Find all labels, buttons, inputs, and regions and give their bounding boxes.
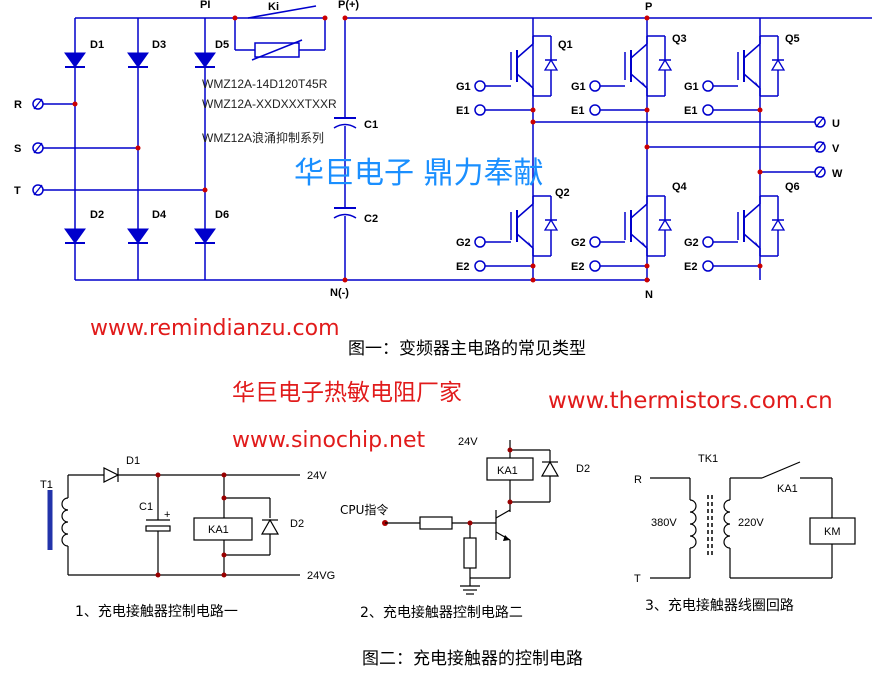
link-sinochip[interactable]: www.sinochip.net: [232, 428, 426, 453]
ctrl3-ka1-label: KA1: [777, 483, 798, 495]
cpu-command-label: CPU指令: [340, 502, 388, 517]
model-text-1: WMZ12A-14D120T45R: [202, 77, 328, 91]
voltage-24vg-label: 24VG: [307, 570, 335, 582]
gate-e1-label: E1: [456, 105, 469, 117]
subcaption-1: 1、充电接触器控制电路一: [75, 603, 238, 620]
output-w-label: W: [832, 168, 843, 180]
voltage-24v-label: 24V: [307, 470, 327, 482]
gate-e1-label: E1: [684, 105, 697, 117]
ctrl2-24v-label: 24V: [458, 436, 478, 448]
label-p: P: [645, 1, 652, 13]
label-p-plus: P(+): [338, 0, 359, 11]
diode-label: D1: [90, 39, 104, 51]
output-v-label: V: [832, 143, 840, 155]
subcaption-2: 2、充电接触器控制电路二: [360, 604, 523, 621]
igbt-label: Q5: [785, 33, 800, 45]
model-text-2: WMZ12A-XXDXXXTXXR: [202, 97, 337, 111]
main-inverter-circuit: [32, 5, 872, 283]
control-circuit-1: [47, 467, 300, 578]
svg-text:+: +: [164, 509, 170, 521]
diode-label: D5: [215, 39, 229, 51]
figure-1-caption: 图一：变频器主电路的常见类型: [348, 339, 586, 359]
model-text-3: WMZ12A浪涌抑制系列: [202, 130, 324, 145]
diode-d1-label: D1: [126, 455, 140, 467]
gate-g1-label: G1: [456, 81, 471, 93]
link-remindianzu[interactable]: www.remindianzu.com: [90, 316, 340, 341]
igbt-label: Q6: [785, 181, 800, 193]
gate-e1-label: E1: [571, 105, 584, 117]
output-u-label: U: [832, 118, 840, 130]
contactor-km-label: KM: [824, 526, 841, 538]
capacitor-c1-label: C1: [364, 119, 378, 131]
control-circuit-2: [382, 440, 560, 595]
gate-g2-label: G2: [456, 237, 471, 249]
capacitor-c1-label: C1: [139, 501, 153, 513]
input-t-label: T: [14, 185, 21, 197]
diode-label: D3: [152, 39, 166, 51]
relay-ka1-label: KA1: [208, 524, 229, 536]
gate-e2-label: E2: [456, 261, 469, 273]
label-ki: Ki: [268, 1, 279, 13]
igbt-label: Q4: [672, 181, 688, 193]
input-r-label: R: [14, 99, 22, 111]
diode-d2-label: D2: [290, 518, 304, 530]
diode-label: D6: [215, 209, 229, 221]
watermark-text: 华巨电子 鼎力奉献: [294, 156, 544, 191]
voltage-220v-label: 220V: [738, 517, 764, 529]
gate-g1-label: G1: [684, 81, 699, 93]
igbt-label: Q2: [555, 187, 570, 199]
diode-label: D4: [152, 209, 167, 221]
company-name: 华巨电子热敏电阻厂家: [232, 380, 462, 406]
link-thermistors[interactable]: www.thermistors.com.cn: [548, 388, 833, 414]
voltage-380v-label: 380V: [651, 517, 677, 529]
figure-2-caption: 图二：充电接触器的控制电路: [362, 649, 583, 669]
label-n-minus: N(-): [330, 287, 349, 299]
igbt-label: Q3: [672, 33, 687, 45]
gate-g1-label: G1: [571, 81, 586, 93]
capacitor-c2-label: C2: [364, 213, 378, 225]
ctrl2-d2-label: D2: [576, 463, 590, 475]
gate-e2-label: E2: [571, 261, 584, 273]
input-s-label: S: [14, 143, 21, 155]
transformer-tk1-label: TK1: [698, 453, 718, 465]
gate-e2-label: E2: [684, 261, 697, 273]
ctrl3-t-label: T: [634, 573, 641, 585]
transformer-t1-label: T1: [40, 479, 53, 491]
label-n: N: [645, 289, 653, 301]
ctrl2-ka1-label: KA1: [497, 465, 518, 477]
label-pi: PI: [200, 0, 210, 11]
subcaption-3: 3、充电接触器线圈回路: [645, 597, 794, 614]
gate-g2-label: G2: [684, 237, 699, 249]
igbt-label: Q1: [558, 39, 573, 51]
diode-label: D2: [90, 209, 104, 221]
ctrl3-r-label: R: [634, 474, 642, 486]
gate-g2-label: G2: [571, 237, 586, 249]
control-circuit-3: [650, 461, 856, 579]
